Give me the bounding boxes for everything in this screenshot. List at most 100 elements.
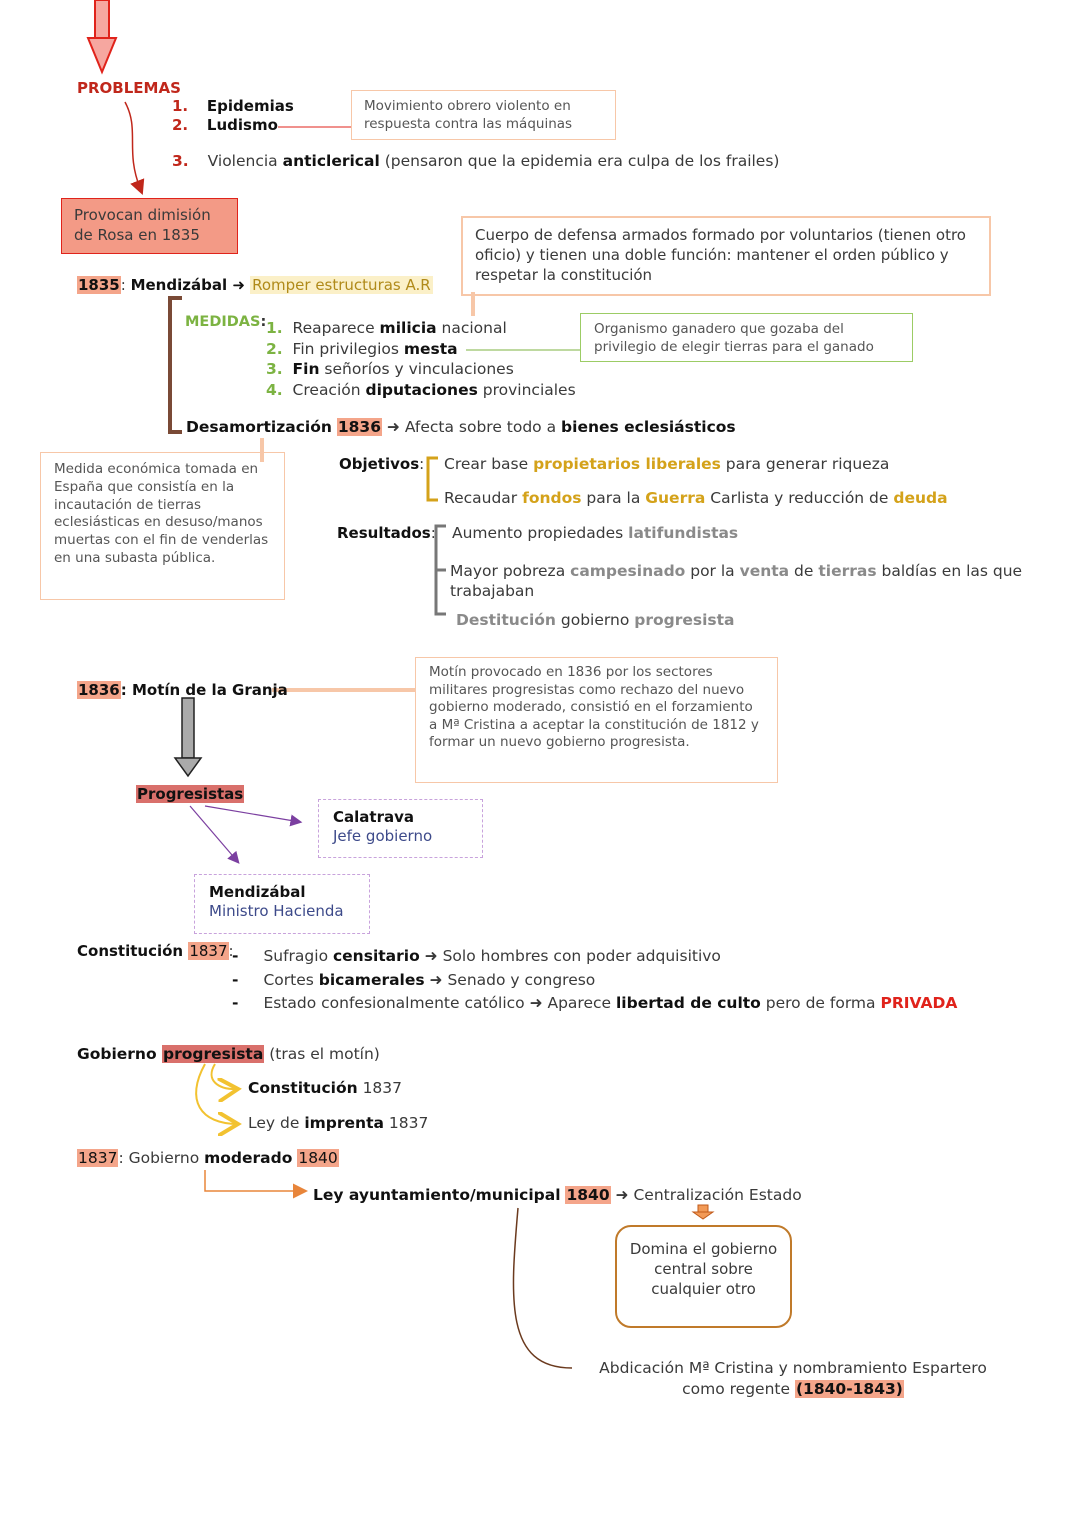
medida-3-post: señoríos y vinculaciones	[319, 360, 514, 378]
ludismo-note: Movimiento obrero violento en respuesta …	[351, 90, 616, 140]
desam-year: 1836	[336, 418, 382, 436]
medidas-bracket	[168, 296, 182, 434]
constitucion-item-2: -Cortes bicamerales ➜ Senado y congreso	[232, 970, 596, 989]
objetivo-2-g3: deuda	[893, 489, 948, 507]
objetivo-2: Recaudar fondos para la Guerra Carlista …	[444, 489, 948, 507]
medidas-label-text: MEDIDAS	[185, 314, 261, 330]
objetivo-2-t1: Recaudar	[444, 489, 523, 507]
medida-4-num: 4.	[266, 380, 283, 399]
objetivo-1-g1: propietarios liberales	[533, 455, 721, 473]
const-2-post: ➜ Senado y congreso	[424, 970, 596, 989]
gobierno-heading: Gobierno progresista (tras el motín)	[77, 1045, 380, 1063]
abdicacion-main: Abdicación Mª Cristina y nombramiento Es…	[599, 1359, 987, 1398]
desam-bold: bienes eclesiásticos	[561, 418, 736, 436]
problem-3: 3. Violencia anticlerical (pensaron que …	[172, 152, 779, 170]
medida-1: 1. Reaparece milicia nacional	[266, 318, 576, 339]
mendizabal-heading: 1835: Mendizábal ➜ Romper estructuras A.…	[77, 276, 433, 294]
moderado-bold: moderado	[204, 1149, 293, 1167]
mendizabal-ministro-box: Mendizábal Ministro Hacienda	[194, 874, 370, 934]
medidas-list: 1. Reaparece milicia nacional 2. Fin pri…	[266, 318, 576, 400]
objetivo-1-t1: Crear base	[444, 455, 534, 473]
motin-heading: 1836: Motín de la Granja	[77, 681, 288, 699]
objetivos-bracket	[426, 456, 438, 502]
problem-2-num: 2.	[172, 116, 189, 134]
constitucion-item-3: -Estado confesionalmente católico ➜ Apar…	[232, 994, 958, 1012]
resultado-2-t3: de	[789, 562, 819, 580]
medida-2-bold: mesta	[403, 339, 458, 358]
resultado-3: Destitución gobierno progresista	[456, 611, 735, 629]
calatrava-arrow	[204, 805, 303, 827]
medida-4: 4. Creación diputaciones provinciales	[266, 380, 576, 401]
objetivo-1-t2: para generar riqueza	[720, 455, 890, 473]
desam-label: Desamortización	[186, 418, 332, 436]
objetivo-1: Crear base propietarios liberales para g…	[444, 455, 889, 473]
resultado-1-g1: latifundistas	[628, 524, 739, 542]
ley-post: ➜ Centralización Estado	[610, 1186, 802, 1204]
moderado-heading: 1837: Gobierno moderado 1840	[77, 1149, 339, 1167]
abdicacion-curve	[512, 1207, 573, 1369]
const-3-bold: libertad de culto	[615, 994, 761, 1012]
gob-1-post: 1837	[357, 1079, 403, 1097]
medida-4-bold: diputaciones	[365, 380, 478, 399]
gob-2-bold: imprenta	[304, 1114, 384, 1132]
problem-3-post: (pensaron que la epidemia era culpa de l…	[379, 152, 780, 170]
gob-2-post: 1837	[383, 1114, 429, 1132]
resultados-label-text: Resultados	[337, 524, 431, 542]
resultado-2-t2: por la	[685, 562, 740, 580]
resultado-3-g2: progresista	[634, 611, 735, 629]
gobierno-hl: progresista	[162, 1045, 265, 1063]
resultado-2: Mayor pobreza campesinado por la venta d…	[450, 561, 1050, 601]
problem-1: 1. Epidemias	[172, 97, 294, 115]
gobierno-item-1: Constitución 1837	[248, 1079, 402, 1097]
resultado-2-t1: Mayor pobreza	[450, 562, 571, 580]
resultado-2-g3: tierras	[818, 562, 877, 580]
problem-2: 2. Ludismo	[172, 116, 278, 134]
gobierno-item-2: Ley de imprenta 1837	[248, 1114, 428, 1132]
constitucion-year: 1837	[188, 942, 229, 960]
mendizabal-arrow: ➜	[227, 276, 251, 294]
problemas-arrow	[124, 101, 145, 195]
desamortizacion-note: Medida económica tomada en España que co…	[40, 452, 285, 600]
medida-3-bold: Fin	[292, 360, 320, 378]
moderado-mid: : Gobierno	[118, 1149, 205, 1167]
resultado-1: Aumento propiedades latifundistas	[452, 524, 738, 542]
problemas-title: PROBLEMAS	[77, 79, 181, 97]
progresistas-text: Progresistas	[136, 785, 245, 803]
orange-down-arrow-icon	[691, 1204, 715, 1220]
ley-line: Ley ayuntamiento/municipal 1840 ➜ Centra…	[313, 1186, 802, 1204]
year-1835: 1835	[77, 276, 121, 294]
year-1836: 1836	[77, 681, 121, 699]
medida-3-num: 3.	[266, 360, 283, 378]
abdicacion-text: Abdicación Mª Cristina y nombramiento Es…	[576, 1358, 1010, 1400]
mendizabal-name: Mendizábal	[130, 276, 228, 294]
gob-1-bold: Constitución	[248, 1079, 358, 1097]
imprenta-arrow	[195, 1063, 238, 1124]
constitucion-item-1: -Sufragio censitario ➜ Solo hombres con …	[232, 947, 721, 965]
medida-1-pre: Reaparece	[292, 319, 380, 337]
resultado-2-t4: baldías en las que trabajaban	[450, 562, 1023, 600]
domina-box: Domina el gobierno central sobre cualqui…	[615, 1225, 792, 1328]
problem-1-num: 1.	[172, 97, 189, 115]
ley-label: Ley ayuntamiento/municipal	[313, 1186, 561, 1204]
objetivo-2-t3: Carlista y reducción de	[705, 489, 894, 507]
mendizabal-sep: :	[120, 276, 131, 294]
resultado-3-t2: gobierno	[555, 611, 635, 629]
const-3-pre: Estado confesionalmente católico ➜ Apare…	[263, 994, 616, 1012]
mendizabal-goal: Romper estructuras A.R	[250, 276, 433, 294]
calatrava-box: Calatrava Jefe gobierno	[318, 799, 483, 858]
objetivos-label-text: Objetivos	[339, 455, 420, 473]
medida-4-pre: Creación	[292, 380, 366, 399]
medida-1-num: 1.	[266, 319, 283, 337]
resultado-2-g2: venta	[739, 562, 790, 580]
desam-text: ➜ Afecta sobre todo a	[381, 418, 562, 436]
problem-3-bold: anticlerical	[282, 152, 380, 170]
medida-1-post: nacional	[436, 319, 507, 337]
motin-note: Motín provocado en 1836 por los sectores…	[415, 657, 778, 783]
ley-year: 1840	[565, 1186, 611, 1204]
problem-2-text: Ludismo	[206, 116, 278, 134]
medida-2: 2. Fin privilegios mesta	[266, 339, 576, 360]
resultados-label: Resultados:	[337, 524, 436, 542]
desamortizacion-line: Desamortización 1836 ➜ Afecta sobre todo…	[186, 418, 736, 436]
medida-2-pre: Fin privilegios	[292, 339, 404, 358]
calatrava-name: Calatrava	[333, 808, 414, 826]
